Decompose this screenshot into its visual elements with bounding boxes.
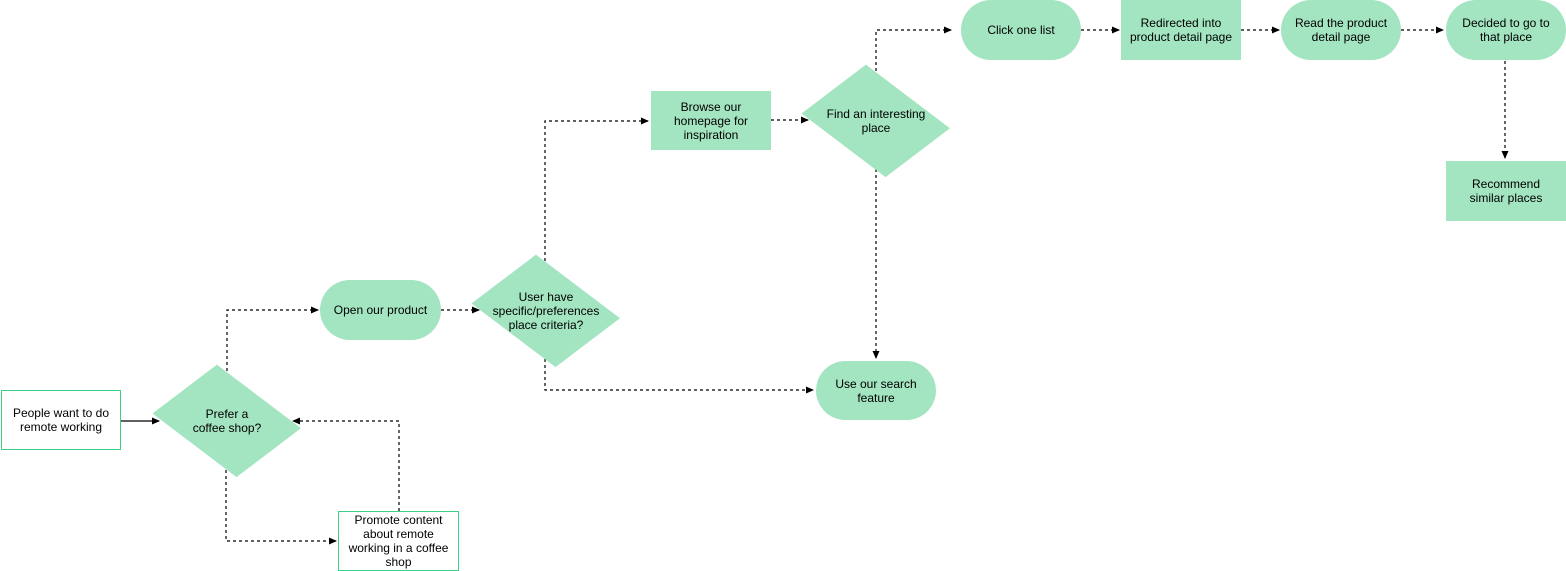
node-label: Read the product detail page xyxy=(1294,16,1388,44)
node-label: Browse our homepage for inspiration xyxy=(673,99,749,142)
node-label: Recommend similar places xyxy=(1469,177,1543,205)
edge-promote-prefer xyxy=(292,417,400,511)
node-read-product-detail: Read the product detail page xyxy=(1281,0,1401,60)
node-open-our-product: Open our product xyxy=(320,280,441,340)
node-label: People want to do remote working xyxy=(12,406,110,434)
node-find-interesting-place: Find an interesting place xyxy=(811,71,941,170)
node-label: Prefer a coffee shop? xyxy=(192,406,262,435)
node-label: Redirected into product detail page xyxy=(1129,16,1233,44)
node-redirected-product-detail: Redirected into product detail page xyxy=(1121,0,1241,60)
node-label: Decided to go to that place xyxy=(1462,16,1550,44)
node-people-want-remote-working: People want to do remote working xyxy=(1,390,121,450)
node-label: User have specific/preferences place cri… xyxy=(492,289,600,332)
node-browse-homepage: Browse our homepage for inspiration xyxy=(651,91,771,150)
node-user-criteria: User have specific/preferences place cri… xyxy=(481,261,611,360)
node-recommend-similar: Recommend similar places xyxy=(1446,161,1566,221)
edge-prefer-promote xyxy=(225,470,337,545)
node-label: Open our product xyxy=(333,303,428,317)
node-click-one-list: Click one list xyxy=(961,0,1081,60)
edge-criteria-browse xyxy=(544,117,649,261)
node-label: Promote content about remote working in … xyxy=(348,513,449,569)
node-label: Find an interesting place xyxy=(826,106,926,135)
node-decided-to-go: Decided to go to that place xyxy=(1446,0,1566,60)
node-promote-content: Promote content about remote working in … xyxy=(338,511,459,571)
node-label: Click one list xyxy=(987,23,1055,37)
edge-find-click xyxy=(875,26,952,71)
node-prefer-coffee-shop: Prefer a coffee shop? xyxy=(162,371,292,470)
node-label: Use our search feature xyxy=(835,376,917,405)
edge-prefer-open xyxy=(226,306,319,371)
edge-criteria-search xyxy=(544,359,814,394)
node-use-search: Use our search feature xyxy=(816,361,936,420)
